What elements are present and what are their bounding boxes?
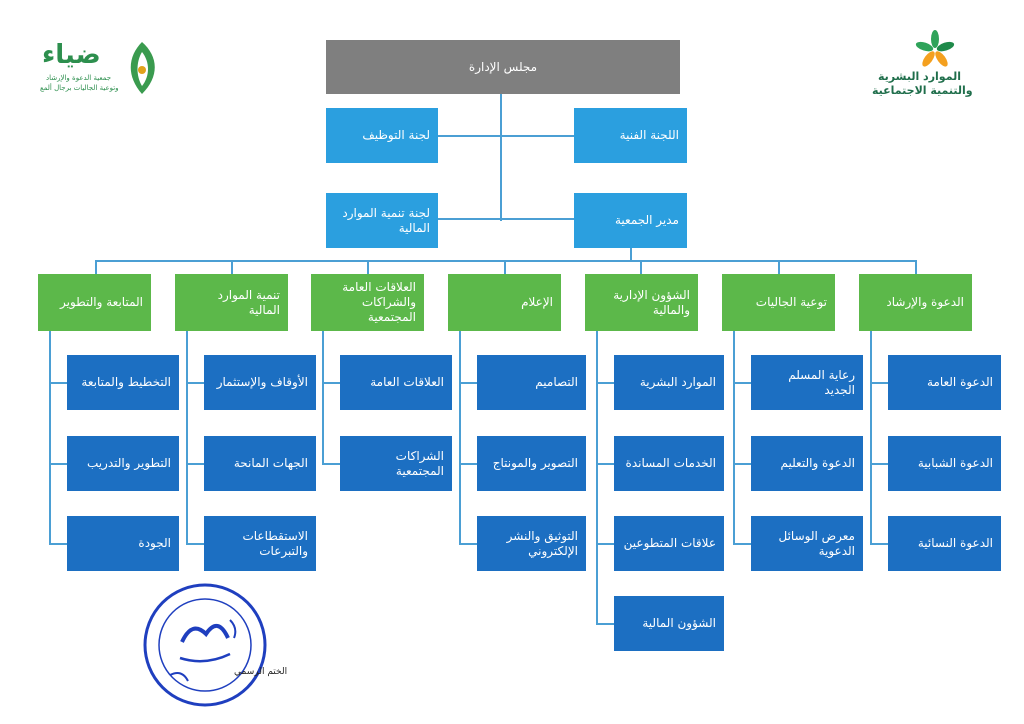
unit-box: الشؤون المالية: [614, 596, 724, 651]
connector-board-to-director: [500, 94, 502, 221]
department-box: الدعوة والإرشاد: [859, 274, 972, 331]
logo-name: ضياء: [42, 40, 101, 70]
employment-committee-box: لجنة التوظيف: [326, 108, 438, 163]
connector-branch: [186, 382, 204, 384]
unit-box: معرض الوسائل الدعوية: [751, 516, 863, 571]
department-box: تنمية الموارد المالية: [175, 274, 288, 331]
connector-spine: [186, 331, 188, 543]
connector-branch: [596, 463, 614, 465]
stamp-caption: الختم الرسمي: [234, 667, 288, 677]
unit-box: التوثيق والنشر الإلكتروني: [477, 516, 586, 571]
unit-box: التصوير والمونتاج: [477, 436, 586, 491]
unit-box: الدعوة النسائية: [888, 516, 1001, 571]
unit-box: الجهات المانحة: [204, 436, 316, 491]
connector-spine: [49, 331, 51, 543]
unit-box: الدعوة والتعليم: [751, 436, 863, 491]
connector-branch: [459, 543, 477, 545]
unit-box: الاستقطاعات والتبرعات: [204, 516, 316, 571]
connector-branch: [733, 543, 751, 545]
unit-box: التخطيط والمتابعة: [67, 355, 179, 410]
connector-spine: [322, 331, 324, 463]
director-box: مدير الجمعية: [574, 193, 687, 248]
unit-box: التصاميم: [477, 355, 586, 410]
unit-box: الأوقاف والإستثمار: [204, 355, 316, 410]
connector-committees-row1: [438, 135, 574, 137]
connector-director-down: [630, 248, 632, 260]
technical-committee-box: اللجنة الفنية: [574, 108, 687, 163]
unit-box: رعاية المسلم الجديد: [751, 355, 863, 410]
board-of-directors-box: مجلس الإدارة: [326, 40, 680, 94]
logo-tagline-2: وتوعية الجاليات برجال ألمع: [40, 84, 119, 92]
unit-box: الدعوة الشبابية: [888, 436, 1001, 491]
department-box: العلاقات العامة والشراكات المجتمعية: [311, 274, 424, 331]
ministry-name-2: والتنمية الاجتماعية: [872, 84, 973, 97]
leaf-icon: [130, 42, 155, 94]
ministry-emblem-icon: [915, 30, 955, 67]
connector-branch: [322, 463, 340, 465]
connector-branch: [596, 382, 614, 384]
connector-spine: [870, 331, 872, 543]
connector-branch: [186, 543, 204, 545]
unit-box: علاقات المتطوعين: [614, 516, 724, 571]
connector-branch: [870, 382, 888, 384]
association-logo: ضياء جمعية الدعوة والإرشاد وتوعية الجالي…: [40, 40, 160, 100]
official-stamp: [143, 583, 267, 707]
connector-branch: [596, 623, 614, 625]
connector-spine: [733, 331, 735, 543]
ministry-name-1: الموارد البشرية: [878, 70, 961, 83]
department-box: توعية الجاليات: [722, 274, 835, 331]
department-box: الإعلام: [448, 274, 561, 331]
connector-committees-row2: [438, 218, 574, 220]
connector-drop: [504, 260, 506, 274]
connector-spine: [459, 331, 461, 543]
connector-branch: [596, 543, 614, 545]
unit-box: الدعوة العامة: [888, 355, 1001, 410]
connector-branch: [459, 382, 477, 384]
connector-branch: [49, 543, 67, 545]
unit-box: التطوير والتدريب: [67, 436, 179, 491]
connector-drop: [231, 260, 233, 274]
department-box: المتابعة والتطوير: [38, 274, 151, 331]
connector-drop: [778, 260, 780, 274]
unit-box: الجودة: [67, 516, 179, 571]
connector-branch: [733, 463, 751, 465]
connector-branch: [870, 463, 888, 465]
connector-departments-bar: [95, 260, 916, 262]
financial-resources-committee-box: لجنة تنمية الموارد المالية: [326, 193, 438, 248]
connector-branch: [186, 463, 204, 465]
connector-branch: [49, 463, 67, 465]
unit-box: الموارد البشرية: [614, 355, 724, 410]
connector-branch: [49, 382, 67, 384]
connector-drop: [367, 260, 369, 274]
connector-drop: [640, 260, 642, 274]
department-box: الشؤون الإدارية والمالية: [585, 274, 698, 331]
unit-box: العلاقات العامة: [340, 355, 452, 410]
connector-branch: [870, 543, 888, 545]
connector-branch: [459, 463, 477, 465]
unit-box: الشراكات المجتمعية: [340, 436, 452, 491]
connector-branch: [733, 382, 751, 384]
connector-branch: [322, 382, 340, 384]
unit-box: الخدمات المساندة: [614, 436, 724, 491]
connector-drop: [95, 260, 97, 274]
connector-drop: [915, 260, 917, 274]
logo-tagline-1: جمعية الدعوة والإرشاد: [46, 74, 112, 82]
connector-spine: [596, 331, 598, 624]
ministry-logo: الموارد البشرية والتنمية الاجتماعية: [868, 30, 978, 100]
